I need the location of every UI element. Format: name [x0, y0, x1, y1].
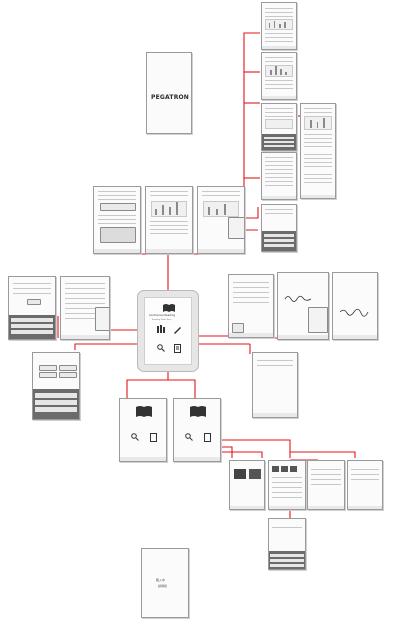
document-icon — [204, 433, 211, 442]
open-book-icon — [190, 406, 206, 417]
reader-toc-screen — [93, 186, 141, 254]
new-note-screen — [252, 352, 298, 418]
library-books-icon — [157, 325, 165, 333]
annotation-keyboard-screen — [261, 204, 297, 252]
reader-page-2 — [261, 52, 297, 100]
search-option-1 — [39, 365, 57, 371]
library-list-screen — [60, 276, 110, 340]
handwriting-note-stroke — [339, 308, 369, 317]
app-tagline: Reading Made Easy — [152, 319, 172, 321]
handwriting-note-screen — [332, 272, 378, 340]
magnifier-icon — [157, 344, 165, 352]
handwriting-screen — [277, 272, 329, 340]
tool-panel — [100, 227, 136, 243]
thumbnail-2 — [249, 469, 261, 479]
settings-detail-screen — [268, 518, 306, 570]
splash-screen: PEGATRON — [146, 52, 192, 134]
boot-screen: 載入中 請稍候 — [141, 548, 189, 618]
reader-page-4 — [261, 152, 297, 200]
options-screen — [307, 460, 345, 510]
e-reader-device: Continuous Reading Reading Made Easy — [137, 290, 199, 372]
boot-line-1: 載入中 — [156, 578, 166, 582]
home-screen-a — [119, 398, 167, 462]
notes-list-screen — [228, 274, 274, 338]
app-name: Continuous Reading — [149, 314, 176, 317]
document-icon — [174, 344, 181, 353]
search-option-3 — [39, 372, 57, 378]
brand-logo: PEGATRON — [151, 94, 190, 101]
notes-menu-button — [232, 323, 244, 333]
handwriting-stroke — [284, 295, 312, 302]
document-icon — [150, 433, 157, 442]
pen-options-panel — [308, 307, 328, 333]
connector-device-home2 — [168, 379, 196, 398]
device-home-screen: Continuous Reading Reading Made Easy — [144, 297, 192, 365]
thumbnail-1 — [234, 469, 246, 479]
connector-lower-4 — [290, 451, 356, 458]
search-button — [27, 299, 41, 305]
reader-page-tall — [300, 103, 336, 199]
connector-device-home — [126, 372, 169, 398]
search-screen — [32, 352, 80, 420]
connector-lower-3 — [210, 451, 263, 458]
reader-chart-screen — [145, 186, 193, 254]
context-menu — [228, 217, 244, 239]
photo-gallery-screen — [229, 460, 265, 510]
connector-top-cascade — [243, 32, 260, 190]
search-option-4 — [59, 372, 77, 378]
open-book-icon — [136, 406, 152, 417]
connector-lower-1 — [210, 439, 291, 458]
magnifier-icon — [131, 433, 139, 441]
about-screen — [347, 460, 383, 510]
home-screen-b — [173, 398, 221, 462]
reader-page-1 — [261, 2, 297, 50]
open-book-icon — [163, 304, 175, 312]
search-option-2 — [59, 365, 77, 371]
library-side-menu — [95, 307, 109, 331]
pen-icon — [174, 327, 181, 334]
toolbar-strip — [100, 203, 136, 211]
settings-list-screen — [268, 460, 306, 510]
boot-line-2: 請稍候 — [158, 584, 168, 588]
reader-page-3 — [261, 103, 297, 151]
reader-menu-screen — [197, 186, 245, 254]
book-search-screen — [8, 276, 56, 340]
magnifier-icon — [185, 433, 193, 441]
